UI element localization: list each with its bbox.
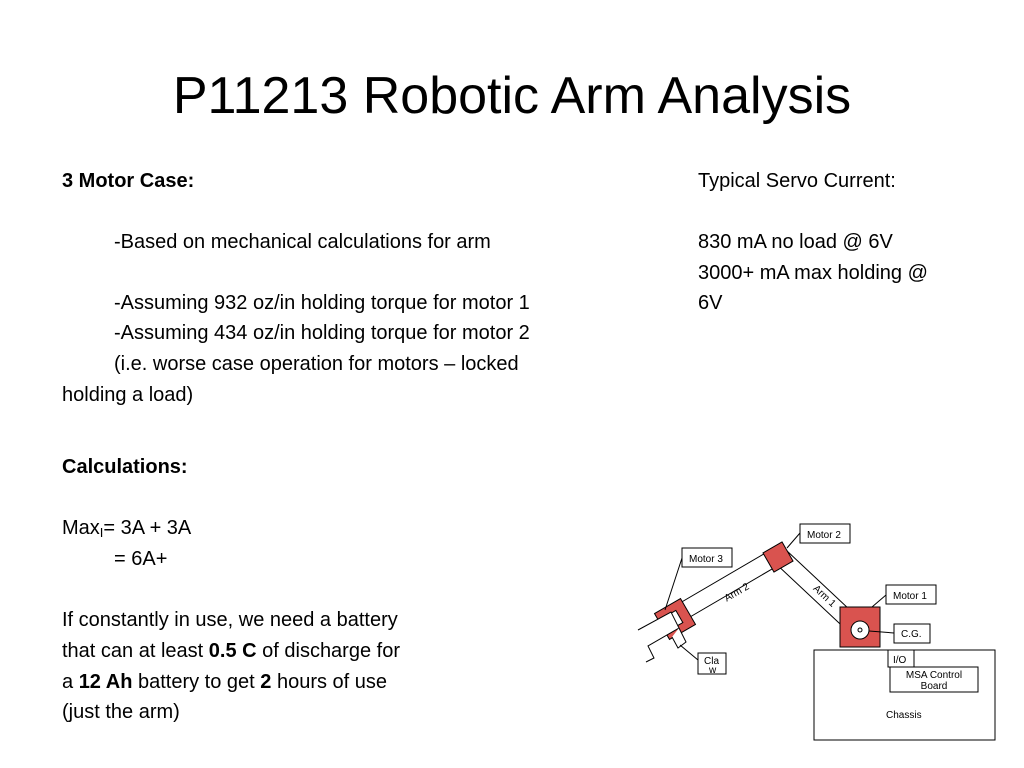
claw-leader xyxy=(679,644,699,661)
battery-line-1: If constantly in use, we need a battery xyxy=(62,609,398,631)
claw-box xyxy=(697,652,727,675)
motor-1-leader xyxy=(871,594,887,608)
battery-line-3-post: hours of use xyxy=(271,671,388,693)
cg-label-box xyxy=(893,623,931,644)
battery-line-2-post: of discharge for xyxy=(256,640,400,662)
motor-case-line-4a: (i.e. worse case operation for motors – … xyxy=(114,353,519,375)
claw-lower xyxy=(671,627,687,649)
motor-case-heading: 3 Motor Case: xyxy=(62,170,195,192)
max-current-line: MaxI= 3A + 3A xyxy=(62,513,191,544)
battery-line-3-mid: battery to get xyxy=(132,671,261,693)
msa-label-line-1: MSA Control xyxy=(906,670,962,681)
motor-3-label-box xyxy=(681,547,733,568)
battery-line-3-pre: a xyxy=(62,671,79,693)
msa-label-line-2: Board xyxy=(921,681,948,692)
io-label: I/O xyxy=(893,655,907,666)
claw-label-line-2: w xyxy=(708,665,717,676)
max-subscript: I xyxy=(99,525,104,540)
max-rest: = 3A + 3A xyxy=(103,517,192,539)
motor-2-block xyxy=(762,541,794,573)
servo-line-1: 830 mA no load @ 6V xyxy=(698,231,893,253)
motor-case-line-2: -Assuming 932 oz/in holding torque for m… xyxy=(114,292,530,314)
cg-leader xyxy=(868,630,895,634)
battery-line-3: a 12 Ah battery to get 2 hours of use xyxy=(62,667,387,698)
hours-of-use: 2 xyxy=(260,671,272,693)
motor-3-leader xyxy=(664,557,683,611)
battery-line-4: (just the arm) xyxy=(62,701,180,723)
battery-line-2: that can at least 0.5 C of discharge for xyxy=(62,636,400,667)
msa-control-board-box xyxy=(889,666,979,693)
max-current-result: = 6A+ xyxy=(114,548,168,570)
motor-2-label: Motor 2 xyxy=(807,530,841,541)
battery-capacity: 12 Ah xyxy=(78,671,133,693)
servo-heading: Typical Servo Current: xyxy=(698,170,896,192)
motor-case-line-1: -Based on mechanical calculations for ar… xyxy=(114,231,491,253)
motor-2-leader xyxy=(786,532,801,549)
motor-1-block xyxy=(839,606,881,648)
max-prefix: Max xyxy=(62,517,100,539)
slide-title: P11213 Robotic Arm Analysis xyxy=(172,67,852,125)
motor-1-label: Motor 1 xyxy=(893,591,927,602)
claw-label-line-1: Cla xyxy=(704,656,719,667)
discharge-rate: 0.5 C xyxy=(208,640,257,662)
servo-line-2b: 6V xyxy=(698,292,723,314)
calculations-heading: Calculations: xyxy=(62,456,188,478)
cg-label: C.G. xyxy=(901,629,922,640)
battery-line-2-pre: that can at least xyxy=(62,640,209,662)
motor-case-line-4b: holding a load) xyxy=(62,384,194,406)
motor-1-label-box xyxy=(885,584,937,605)
servo-line-2a: 3000+ mA max holding @ xyxy=(698,262,928,284)
claw-shape xyxy=(637,611,680,663)
motor-1-axis xyxy=(857,627,863,633)
motor-case-line-3: -Assuming 434 oz/in holding torque for m… xyxy=(114,322,530,344)
chassis-label: Chassis xyxy=(886,710,922,721)
motor-3-label: Motor 3 xyxy=(689,554,723,565)
